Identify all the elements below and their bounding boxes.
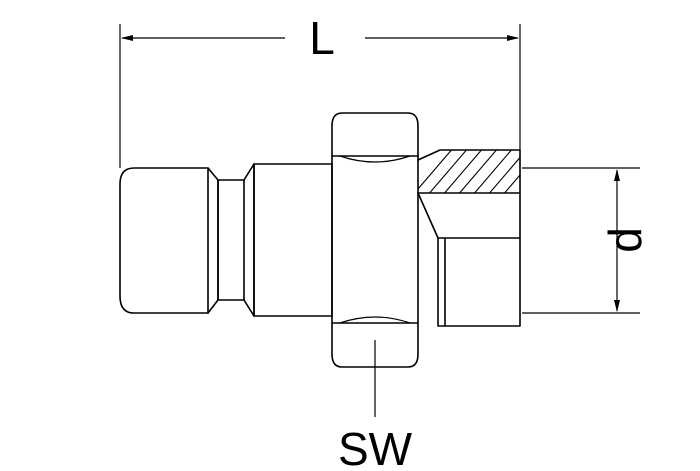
arrow-bottom xyxy=(614,300,620,312)
coupling-plug xyxy=(119,112,521,368)
hex-chamfer-arc-top xyxy=(339,155,411,163)
hex-chamfer-arc-bottom xyxy=(339,316,411,324)
thread-hatching xyxy=(418,150,520,193)
plug-chamfer xyxy=(207,167,219,314)
plug-groove xyxy=(217,179,245,301)
dimension-wrench-size: SW xyxy=(338,340,413,471)
plug-shank xyxy=(253,163,333,317)
dimension-diameter: d xyxy=(522,167,651,314)
hexagon-nut xyxy=(331,112,419,368)
arrow-top xyxy=(614,169,620,181)
plug-nose xyxy=(119,167,209,314)
arrow-right xyxy=(507,35,519,41)
thread-section-outline xyxy=(417,149,521,194)
plug-collar-chamfer xyxy=(243,163,255,317)
dimension-length: L xyxy=(119,12,521,168)
length-label: L xyxy=(309,12,335,64)
arrow-left xyxy=(121,35,133,41)
thread-body xyxy=(417,192,521,327)
wrench-size-label: SW xyxy=(338,423,413,471)
diameter-label: d xyxy=(599,227,651,253)
